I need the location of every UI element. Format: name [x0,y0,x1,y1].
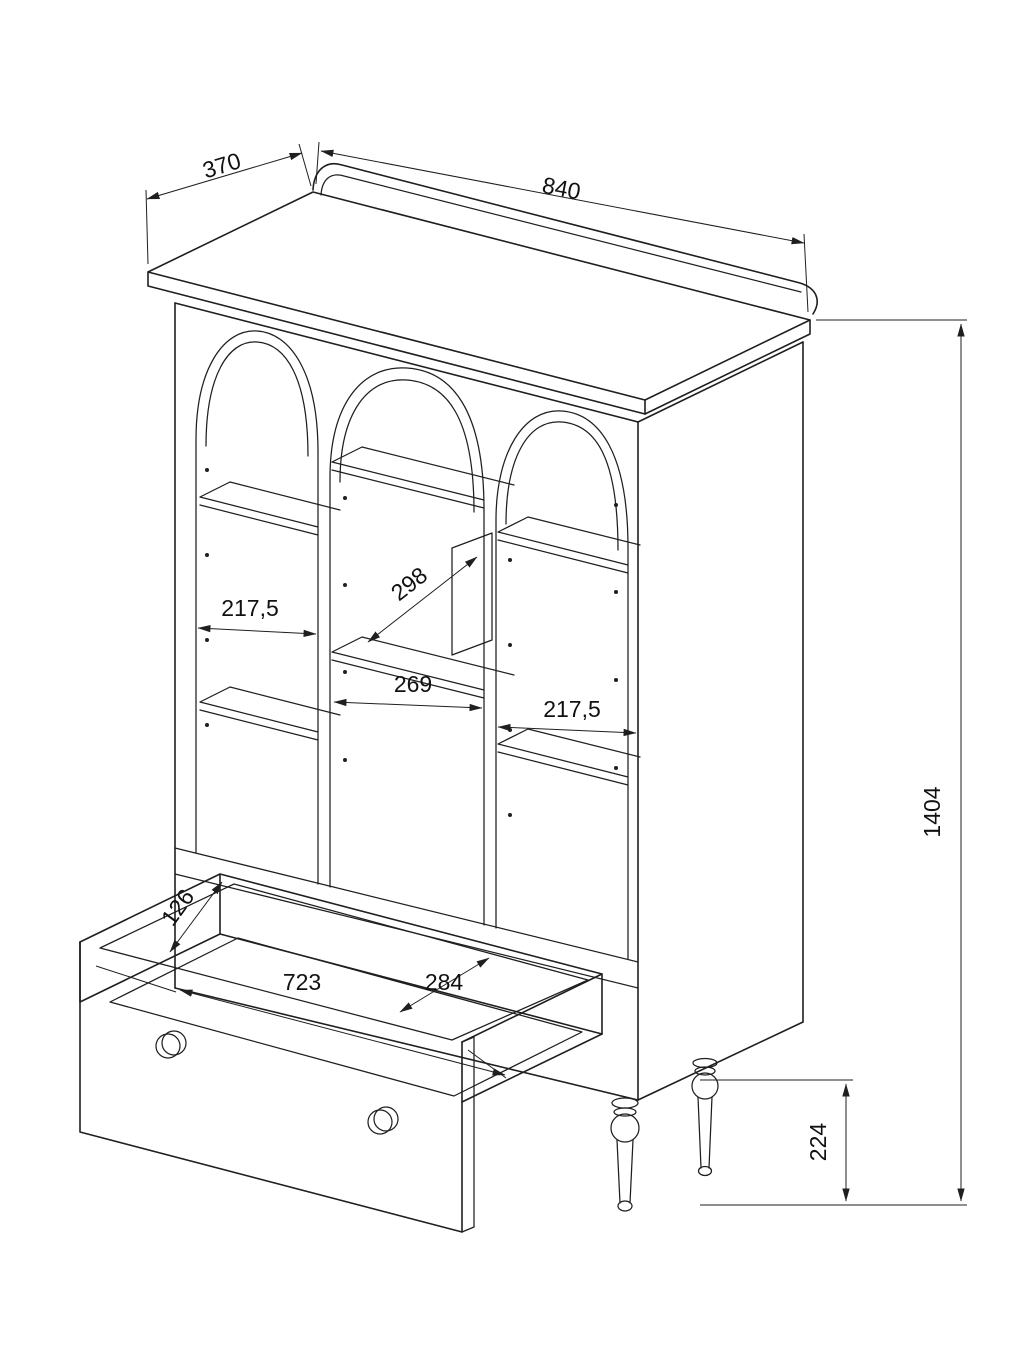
leg-foot [617,1200,633,1212]
dimension-overall-height: 1404 [700,319,967,1206]
leg-shaft [697,1096,713,1169]
arch-middle-inner [339,379,475,513]
leg-bulb [691,1072,719,1100]
pin-hole [508,558,512,562]
shelf-middle-upper [331,446,515,509]
leg-foot [697,1165,713,1177]
dimension-line [399,957,490,1013]
drawer-front-panel [79,941,463,1233]
dimension-line [497,723,637,737]
knob-hole-right-back [373,1106,399,1132]
pin-hole [205,638,209,642]
dimension-line [333,698,483,712]
bottom-rail-top [174,847,639,963]
arch-right-outer [495,410,629,549]
legs [610,1057,719,1212]
drawer-rim-outer [79,873,603,1043]
shelf-middle-lower [331,636,515,699]
pin-hole [343,670,347,674]
leg-ring [613,1107,637,1117]
arched-front [195,330,629,960]
extension-line [803,233,809,313]
dimension-drawer-depth: 284 [399,957,490,1013]
extension-line [145,189,149,265]
shelf-right-upper [497,516,641,574]
dimension-middle-compartment: 269 [333,671,483,712]
dimension-line [179,989,506,1076]
dim-label-right-compartment: 217,5 [543,696,601,722]
dimension-leg-height: 224 [700,1079,853,1202]
shelf-left-upper [199,481,341,536]
dimension-line [146,152,303,200]
arch-left-inner [205,341,309,457]
arch-right-inner [505,421,619,551]
leg-shaft [616,1139,634,1204]
dimension-right-compartment: 217,5 [497,696,637,737]
right-side-top-edge [637,341,804,423]
extension-line [298,143,312,187]
shelf-right-lower [497,728,641,786]
leg-ring [694,1066,716,1076]
dim-label-middle-compartment: 269 [394,671,432,697]
dimension-line [367,556,478,643]
dim-label-height: 1404 [919,786,945,837]
pin-hole [508,643,512,647]
extension-line [95,965,177,993]
pin-hole [614,678,618,682]
pin-hole [343,583,347,587]
arch-left-outer [195,330,319,453]
pin-hole [614,503,618,507]
top-front-thickness [147,271,646,415]
back-right-leg [691,1057,719,1177]
pin-hole [614,766,618,770]
pin-hole [343,758,347,762]
dim-label-drawer-width: 723 [283,969,321,995]
top-right-thickness [644,319,811,415]
pin-hole [508,728,512,732]
dimension-width-top: 840 [315,141,809,313]
shelf-pin-holes [205,468,618,817]
dimension-left-compartment: 217,5 [197,595,317,638]
leg-bulb [610,1113,640,1143]
pin-hole [614,590,618,594]
arch-middle-outer [329,367,485,511]
dim-label-drawer-depth: 284 [425,969,464,995]
dimension-line [169,881,223,953]
pin-hole [205,468,209,472]
front-right-leg [610,1097,640,1212]
shelf-left-lower [199,686,341,741]
knob-hole-right [367,1109,393,1135]
dimension-line [320,149,805,245]
right-side-bottom-edge [637,1021,804,1101]
cabinet-top-panel [147,191,811,415]
pin-hole [343,496,347,500]
pin-hole [508,813,512,817]
extension-line [315,141,320,185]
pin-hole [205,723,209,727]
dimension-line [197,624,317,638]
face-top-edge [174,302,639,423]
drawer-right-wall [461,1033,603,1103]
dim-label-leg-height: 224 [805,1123,831,1162]
pin-hole [205,553,209,557]
dim-label-left-compartment: 217,5 [221,595,279,621]
dimension-drawer-width: 723 [95,965,507,1079]
